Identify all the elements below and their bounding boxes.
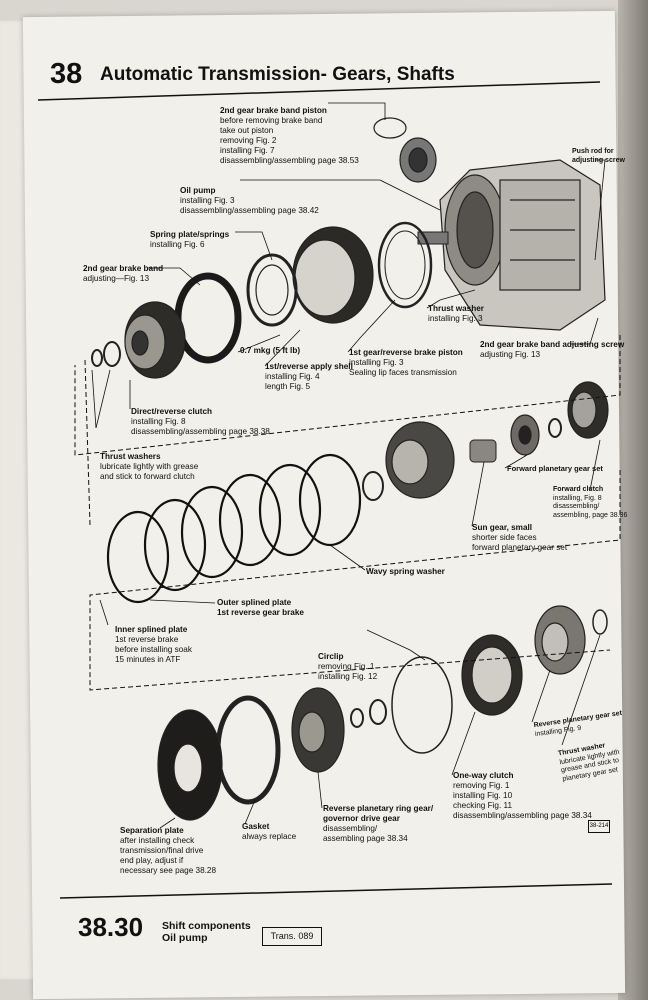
callout-forward-planetary: Forward planetary gear set xyxy=(507,464,603,473)
callout-push-rod: Push rod for adjusting screw xyxy=(572,148,625,164)
callout-thrust-washer-top: Thrust washer installing Fig. 3 xyxy=(428,304,484,323)
ring-gear-drawing xyxy=(291,687,345,773)
transmission-code-box: Trans. 089 xyxy=(262,927,322,946)
sun-gear-drawing xyxy=(469,439,497,463)
forward-planetary-drawing xyxy=(510,414,540,456)
callout-brake-band-piston: 2nd gear brake band piston before removi… xyxy=(220,106,359,165)
brake-band-drawing xyxy=(174,272,242,364)
callout-circlip: Circlip removing Fig. 1 installing Fig. … xyxy=(318,652,378,681)
apply-shell-drawing xyxy=(292,226,374,324)
transmission-housing-drawing xyxy=(439,159,606,331)
figure-reference: 38-214 xyxy=(588,820,610,833)
reverse-planetary-drawing xyxy=(534,605,586,675)
callout-brake-piston: 1st gear/reverse brake piston installing… xyxy=(349,348,463,377)
gasket-drawing xyxy=(215,695,281,805)
callout-separation-plate: Separation plate after installing check … xyxy=(120,826,217,875)
forward-clutch-drawing xyxy=(567,381,609,439)
direct-clutch-drawing xyxy=(124,301,186,379)
oil-pump-ring xyxy=(377,221,433,309)
callout-forward-clutch: Forward clutch installing, Fig. 8 disass… xyxy=(553,486,628,519)
callout-adjusting-screw: 2nd gear brake band adjusting screw adju… xyxy=(480,340,625,359)
callout-sun-gear: Sun gear, small shorter side faces forwa… xyxy=(472,523,568,552)
brake-band-piston-drawing xyxy=(373,117,437,183)
callout-one-way-clutch: One-way clutch removing Fig. 1 installin… xyxy=(453,771,592,820)
circlip-drawing xyxy=(391,656,453,754)
callout-torque: 0.7 mkg (5 ft lb) xyxy=(240,346,301,355)
callout-gasket: Gasket always replace xyxy=(242,822,297,841)
callout-direct-clutch: Direct/reverse clutch installing Fig. 8 … xyxy=(131,407,270,436)
clutch-drum-drawing xyxy=(385,421,455,499)
callout-wavy-washer: Wavy spring washer xyxy=(366,567,445,576)
callout-ring-gear: Reverse planetary ring gear/ governor dr… xyxy=(323,804,434,843)
leader-lines xyxy=(91,102,606,829)
callout-oil-pump: Oil pump installing Fig. 3 disassembling… xyxy=(180,186,319,215)
section-number: 38 xyxy=(50,58,83,90)
page-title: Automatic Transmission- Gears, Shafts xyxy=(100,64,455,85)
callout-thrust-washers: Thrust washers lubricate lightly with gr… xyxy=(100,452,199,481)
one-way-clutch-drawing xyxy=(461,634,523,716)
callout-apply-shell: 1st/reverse apply shell installing Fig. … xyxy=(265,362,353,391)
callout-spring-plate: Spring plate/springs installing Fig. 6 xyxy=(150,230,230,249)
callout-inner-plate: Inner splined plate 1st reverse brake be… xyxy=(115,625,192,664)
callout-outer-plate: Outer splined plate 1st reverse gear bra… xyxy=(217,598,304,617)
callout-brake-band: 2nd gear brake band adjusting—Fig. 13 xyxy=(83,264,164,283)
spring-plate-drawing xyxy=(246,253,298,327)
page-number: 38.30 xyxy=(78,912,144,942)
assembly-guide-lines xyxy=(74,335,621,691)
separation-plate-drawing xyxy=(157,709,223,821)
